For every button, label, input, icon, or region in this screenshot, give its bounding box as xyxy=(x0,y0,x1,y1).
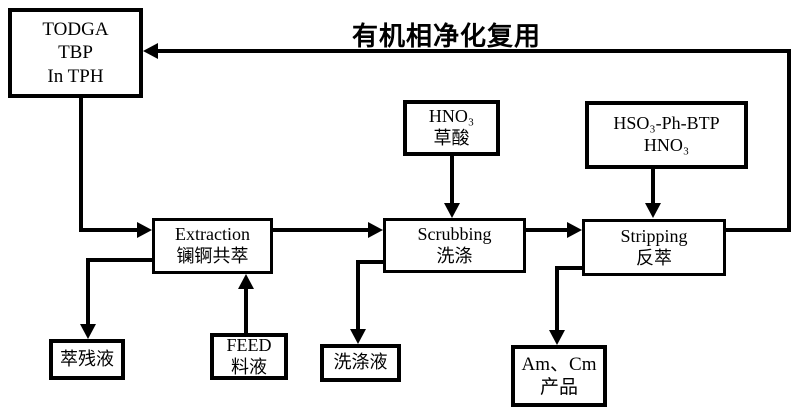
arrowhead-hso3-into-stripping xyxy=(645,203,661,218)
flow-line-extraction-out-h xyxy=(86,258,152,262)
diagram-title: 有机相净化复用 xyxy=(352,22,542,51)
arrowhead-into-raffinate xyxy=(80,324,96,339)
box-am-cm-product: Am、Cm 产品 xyxy=(511,345,607,407)
box-hno3-line1: HNO₃ xyxy=(428,106,475,127)
box-scrubbing: Scrubbing 洗涤 xyxy=(383,218,526,273)
box-todga-line2: TBP xyxy=(58,42,93,64)
box-product-line1: Am、Cm xyxy=(521,353,597,375)
box-feed: FEED 料液 xyxy=(210,333,288,380)
flow-line-hno3-down xyxy=(450,154,454,205)
flow-line-todga-down xyxy=(79,96,83,232)
box-product-line2: 产品 xyxy=(539,377,578,398)
box-hso3-ph-btp: HSO₃-Ph-BTP HNO₃ xyxy=(585,101,748,169)
box-feed-line1: FEED xyxy=(226,334,272,355)
box-hno3-line2: 草酸 xyxy=(433,128,470,148)
box-hso3-line1: HSO₃-Ph-BTP xyxy=(613,113,720,134)
flow-line-extraction-to-scrubbing xyxy=(272,228,369,232)
flow-line-todga-to-extraction xyxy=(79,228,139,232)
box-extraction: Extraction 镧锕共萃 xyxy=(152,218,273,274)
flow-line-stripping-out-h xyxy=(555,266,583,270)
box-scrubbing-line2: 洗涤 xyxy=(436,245,473,266)
arrowhead-feed-into-extraction xyxy=(238,274,254,289)
flow-line-scrubbing-out-h xyxy=(356,260,384,264)
box-todga-solvent: TODGA TBP In TPH xyxy=(8,8,143,98)
box-hno3-oxalic: HNO₃ 草酸 xyxy=(403,100,500,156)
flow-line-feed-up xyxy=(244,288,248,334)
box-hso3-line2: HNO₃ xyxy=(643,135,690,155)
flow-line-recycle-right xyxy=(787,49,791,232)
arrowhead-into-extraction xyxy=(137,222,152,238)
box-todga-line1: TODGA xyxy=(42,19,109,41)
flow-line-stripping-out-v xyxy=(555,266,559,331)
box-stripping-line2: 反萃 xyxy=(636,247,672,268)
box-stripping-line1: Stripping xyxy=(620,225,688,246)
box-raffinate-line1: 萃残液 xyxy=(60,348,114,369)
arrowhead-into-wash-liquid xyxy=(350,329,366,344)
box-raffinate: 萃残液 xyxy=(49,339,125,380)
box-todga-line3: In TPH xyxy=(47,65,104,87)
box-scrubbing-line1: Scrubbing xyxy=(417,223,492,244)
flow-line-recycle-top xyxy=(156,49,791,53)
box-stripping: Stripping 反萃 xyxy=(582,219,726,276)
arrowhead-into-scrubbing xyxy=(368,222,383,238)
flow-line-recycle-bottom xyxy=(726,228,791,232)
flow-line-scrubbing-out-v xyxy=(356,260,360,330)
box-extraction-line2: 镧锕共萃 xyxy=(176,246,249,266)
box-wash-liquid-line1: 洗涤液 xyxy=(333,352,388,373)
arrowhead-hno3-into-scrubbing xyxy=(444,203,460,218)
arrowhead-into-todga xyxy=(143,43,158,59)
arrowhead-into-product xyxy=(549,330,565,345)
flow-line-extraction-out-v xyxy=(86,258,90,325)
box-feed-line2: 料液 xyxy=(231,356,267,377)
arrowhead-into-stripping xyxy=(567,222,582,238)
box-wash-liquid: 洗涤液 xyxy=(320,344,401,382)
box-extraction-line1: Extraction xyxy=(175,224,250,245)
flow-line-scrubbing-to-stripping xyxy=(525,228,568,232)
flow-line-hso3-down xyxy=(651,168,655,205)
